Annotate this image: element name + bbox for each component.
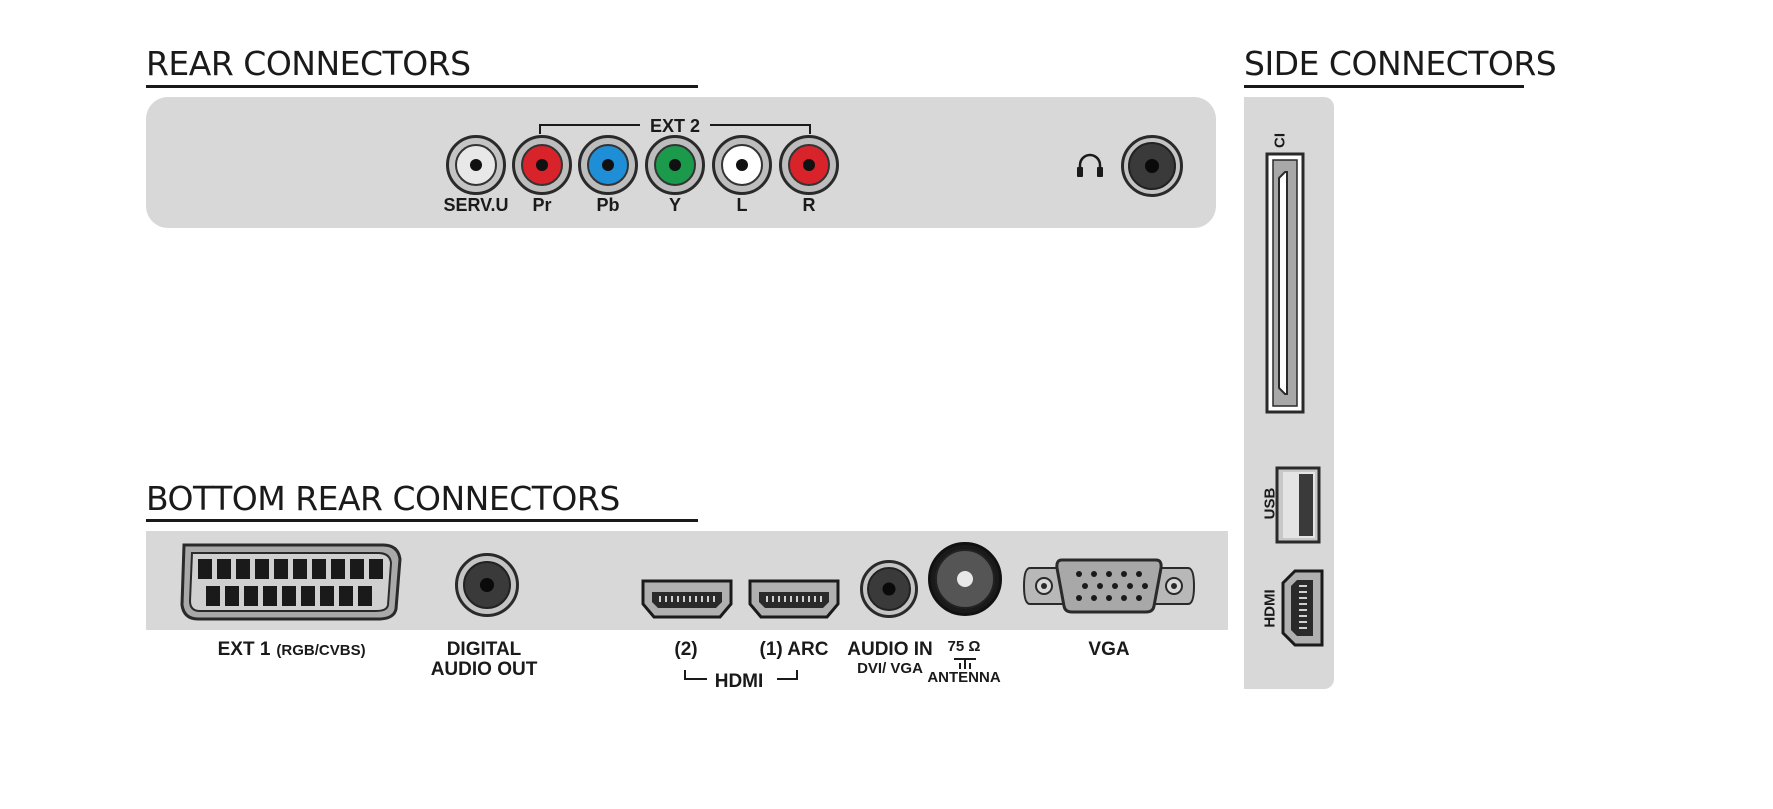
usb-port	[1275, 466, 1321, 544]
ext2-label: EXT 2	[649, 116, 701, 136]
vga-port	[1022, 558, 1196, 614]
scart-connector	[180, 543, 402, 621]
side-connectors-heading: SIDE CONNECTORS	[1244, 44, 1557, 83]
ext1-label: EXT 1	[217, 639, 271, 660]
r-audio-jack	[779, 135, 839, 195]
l-audio-jack	[712, 135, 772, 195]
l-label: L	[736, 195, 748, 215]
antenna-label: ANTENNA	[927, 669, 1001, 686]
pr-jack	[512, 135, 572, 195]
hdmi-1-arc-port	[748, 579, 840, 619]
rear-heading-rule	[146, 85, 698, 88]
bottom-heading-rule	[146, 519, 698, 522]
hdmi-2-label: (2)	[674, 639, 698, 660]
headphones-icon	[1077, 153, 1103, 177]
antenna-jack	[928, 542, 1002, 616]
digital-audio-label-1: DIGITAL	[446, 639, 522, 660]
bottom-rear-connectors-heading: BOTTOM REAR CONNECTORS	[146, 479, 620, 518]
ext2-bracket	[539, 124, 811, 134]
side-hdmi-port	[1281, 569, 1324, 647]
rear-connectors-heading: REAR CONNECTORS	[146, 44, 471, 83]
hdmi-1-arc-label: (1) ARC	[759, 639, 829, 660]
headphone-jack	[1121, 135, 1183, 197]
ci-label: CI	[1271, 133, 1289, 148]
vga-label: VGA	[1088, 639, 1130, 660]
pb-jack	[578, 135, 638, 195]
serv-u-label: SERV.U	[443, 195, 509, 215]
side-heading-rule	[1244, 85, 1524, 88]
y-jack	[645, 135, 705, 195]
hdmi-2-port	[641, 579, 733, 619]
hdmi-group-bracket	[684, 670, 798, 680]
digital-audio-out-jack	[455, 553, 519, 617]
antenna-ground-symbol	[954, 658, 976, 669]
pr-label: Pr	[532, 195, 552, 215]
antenna-ohm-label: 75 Ω	[947, 638, 981, 655]
digital-audio-label-2: AUDIO OUT	[430, 659, 538, 680]
audio-in-jack	[860, 560, 918, 618]
r-label: R	[802, 195, 816, 215]
ci-slot	[1265, 152, 1305, 414]
serv-u-jack	[446, 135, 506, 195]
ext1-sub-label: (RGB/CVBS)	[276, 642, 366, 659]
audio-in-label: AUDIO IN	[847, 639, 933, 660]
y-label: Y	[668, 195, 682, 215]
pb-label: Pb	[596, 195, 620, 215]
hdmi-group-label: HDMI	[714, 671, 764, 692]
side-hdmi-label: HDMI	[1261, 589, 1279, 628]
audio-in-sub-label: DVI/ VGA	[857, 660, 923, 677]
